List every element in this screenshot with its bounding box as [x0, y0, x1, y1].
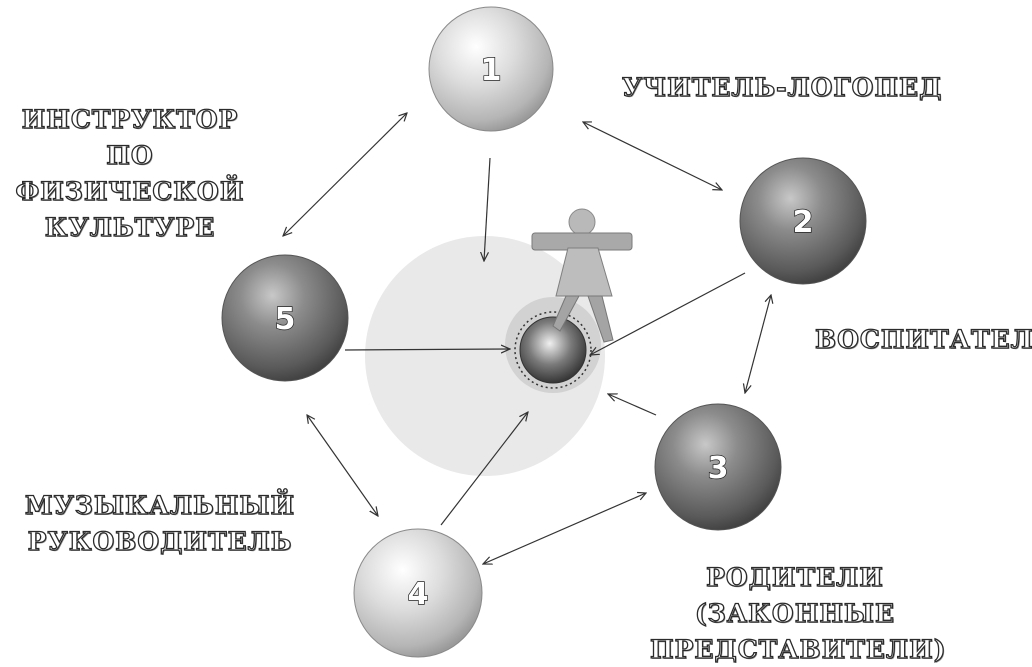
- sphere-5-number: 5: [275, 302, 296, 337]
- arrow-3-4: [483, 493, 646, 564]
- label-line: ФИЗИЧЕСКОЙ: [15, 176, 245, 206]
- label-line: РУКОВОДИТЕЛЬ: [27, 526, 293, 556]
- label-line: РОДИТЕЛИ: [705, 562, 884, 592]
- label-line: МУЗЫКАЛЬНЫЙ: [24, 490, 296, 520]
- center-sphere: [519, 316, 587, 384]
- label-line: ИНСТРУКТОР: [21, 104, 239, 134]
- sphere-3-number: 3: [708, 451, 729, 486]
- arrow-2-3: [745, 295, 771, 393]
- arrow-1-5: [283, 113, 407, 236]
- label-speech-therapist: УЧИТЕЛЬ-ЛОГОПЕД: [621, 70, 943, 106]
- sphere-4-number: 4: [408, 577, 429, 612]
- label-line: ВОСПИТАТЕЛИ: [814, 324, 1032, 354]
- outer-halo: [365, 236, 605, 476]
- sphere-2: 2: [739, 157, 867, 285]
- child-figure-icon: [531, 208, 633, 343]
- arrow-5-to-center: [344, 349, 510, 350]
- arrow-3-to-center: [608, 394, 657, 416]
- sphere-3: 3: [654, 403, 782, 531]
- sphere-1: 1: [428, 6, 554, 132]
- label-line: ПО: [106, 140, 154, 170]
- label-line: КУЛЬТУРЕ: [44, 212, 216, 242]
- label-pe-instructor: ИНСТРУКТОР ПО ФИЗИЧЕСКОЙ КУЛЬТУРЕ: [10, 102, 250, 246]
- arrow-2-to-center: [590, 272, 746, 355]
- label-music-director: МУЗЫКАЛЬНЫЙ РУКОВОДИТЕЛЬ: [10, 488, 310, 560]
- label-educators: ВОСПИТАТЕЛИ: [814, 322, 1032, 358]
- arrow-5-4: [307, 415, 378, 516]
- label-line: УЧИТЕЛЬ-ЛОГОПЕД: [621, 72, 943, 102]
- arrow-4-to-center: [440, 412, 528, 526]
- sphere-5: 5: [221, 254, 349, 382]
- arrow-1-2: [583, 122, 722, 190]
- arrow-1-to-center: [484, 157, 491, 261]
- label-parents: РОДИТЕЛИ (ЗАКОННЫЕ ПРЕДСТАВИТЕЛИ): [649, 560, 947, 667]
- sphere-4: 4: [353, 528, 483, 658]
- label-line: ПРЕДСТАВИТЕЛИ): [649, 634, 947, 664]
- sphere-1-number: 1: [481, 53, 502, 88]
- sphere-2-number: 2: [793, 205, 814, 240]
- label-line: (ЗАКОННЫЕ: [694, 598, 896, 628]
